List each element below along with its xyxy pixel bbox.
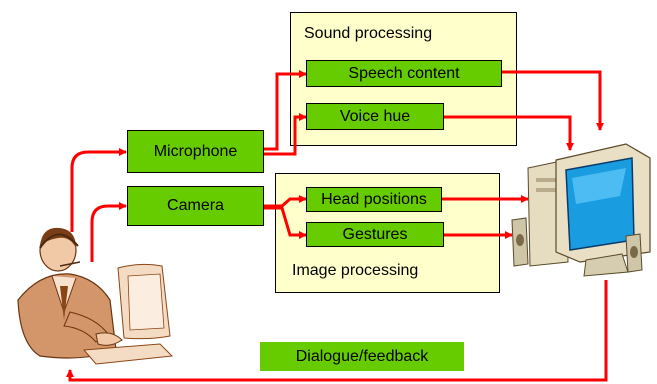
arrow-user-to-camera <box>90 202 127 262</box>
microphone-box: Microphone <box>127 130 264 173</box>
arrow-camera-to-gestures <box>264 206 307 239</box>
head-positions-box: Head positions <box>306 187 442 212</box>
speech-content-box: Speech content <box>306 60 502 87</box>
arrow-speech-to-computer <box>502 70 604 131</box>
person-at-computer-icon <box>17 227 174 365</box>
arrow-voice-hue-to-computer <box>444 115 574 151</box>
dialogue-feedback-box: Dialogue/feedback <box>260 342 464 371</box>
arrow-user-to-microphone <box>70 148 127 232</box>
image-processing-label: Image processing <box>292 262 419 279</box>
arrow-camera-to-head-positions <box>264 195 307 208</box>
gestures-box: Gestures <box>306 222 444 247</box>
arrow-microphone-to-speech <box>264 70 307 151</box>
camera-box: Camera <box>127 186 264 226</box>
arrow-feedback-loop <box>66 280 608 382</box>
arrow-microphone-to-voice-hue <box>264 113 307 156</box>
voice-hue-box: Voice hue <box>306 103 444 130</box>
desktop-computer-icon <box>511 143 651 277</box>
sound-processing-label: Sound processing <box>304 25 433 42</box>
